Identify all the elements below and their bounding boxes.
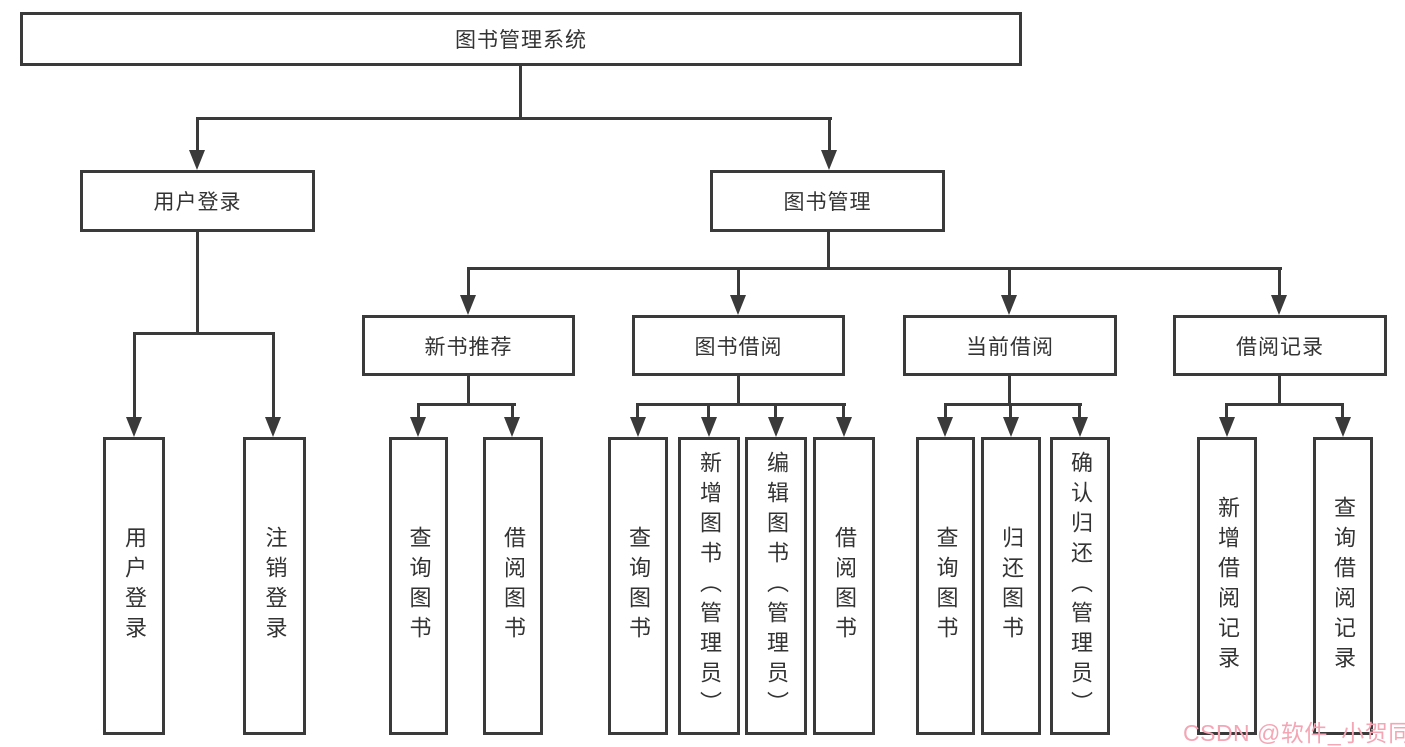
- arrowhead-down-icon: [821, 150, 837, 170]
- arrowhead-down-icon: [1219, 417, 1235, 437]
- edge-line: [133, 332, 275, 335]
- node-label: 查询图书: [933, 526, 959, 646]
- node-new-book-recommend: 新书推荐: [362, 315, 575, 376]
- node-library-system: 图书管理系统: [20, 12, 1022, 66]
- edge-line: [636, 403, 639, 419]
- arrowhead-down-icon: [1001, 295, 1017, 315]
- edge-line: [1008, 267, 1011, 297]
- leaf-user-login: 用户登录: [103, 437, 165, 735]
- arrowhead-down-icon: [768, 417, 784, 437]
- node-label: 图书管理: [783, 191, 872, 214]
- node-borrow-record: 借阅记录: [1173, 315, 1387, 376]
- leaf-borrow-book: 借阅图书: [813, 437, 875, 735]
- node-label: 注销登录: [262, 526, 288, 646]
- edge-line: [467, 267, 470, 297]
- arrowhead-down-icon: [836, 417, 852, 437]
- leaf-current-query-book: 查询图书: [916, 437, 975, 735]
- arrowhead-down-icon: [460, 295, 476, 315]
- edge-line: [1009, 403, 1012, 419]
- node-label: 查询图书: [626, 526, 651, 646]
- arrowhead-down-icon: [1003, 417, 1019, 437]
- leaf-recommend-query-book: 查询图书: [389, 437, 448, 735]
- node-label: 查询借阅记录: [1331, 496, 1356, 676]
- edge-line: [737, 267, 740, 297]
- edge-line: [1225, 403, 1228, 419]
- arrowhead-down-icon: [630, 417, 646, 437]
- node-label: 用户登录: [153, 191, 242, 214]
- edge-line: [1278, 267, 1281, 297]
- leaf-add-borrow-record: 新增借阅记录: [1197, 437, 1257, 735]
- node-book-borrow: 图书借阅: [632, 315, 845, 376]
- node-label: 借阅图书: [501, 526, 526, 646]
- node-label: 归还图书: [999, 526, 1024, 646]
- arrowhead-down-icon: [1271, 295, 1287, 315]
- leaf-edit-book-admin: 编辑图书（管理员）: [745, 437, 807, 735]
- leaf-recommend-borrow-book: 借阅图书: [483, 437, 543, 735]
- node-label: 用户登录: [122, 526, 147, 646]
- edge-line: [827, 232, 830, 269]
- edge-line: [519, 66, 522, 119]
- node-book-management: 图书管理: [710, 170, 945, 232]
- node-label: 编辑图书（管理员）: [764, 451, 789, 721]
- edge-line: [1078, 403, 1081, 419]
- node-label: 借阅记录: [1236, 335, 1324, 359]
- edge-line: [1341, 403, 1344, 419]
- edge-line: [272, 332, 275, 418]
- edge-line: [417, 403, 516, 406]
- edge-line: [842, 403, 845, 419]
- node-label: 新增图书（管理员）: [697, 451, 722, 721]
- edge-line: [737, 376, 740, 406]
- node-label: 查询图书: [406, 526, 432, 646]
- arrowhead-down-icon: [937, 417, 953, 437]
- arrowhead-down-icon: [1335, 417, 1351, 437]
- node-label: 新增借阅记录: [1215, 496, 1240, 676]
- edge-line: [468, 267, 1282, 270]
- node-label: 图书管理系统: [455, 29, 587, 52]
- edge-line: [1226, 403, 1344, 406]
- edge-line: [196, 232, 199, 334]
- node-label: 图书借阅: [694, 335, 783, 359]
- edge-line: [511, 403, 514, 419]
- node-label: 当前借阅: [966, 335, 1054, 359]
- leaf-add-book-admin: 新增图书（管理员）: [678, 437, 740, 735]
- csdn-watermark: CSDN @软件_小贺同学: [1183, 720, 1405, 746]
- edge-line: [1008, 376, 1011, 406]
- leaf-query-borrow-record: 查询借阅记录: [1313, 437, 1373, 735]
- edge-line: [707, 403, 710, 419]
- edge-line: [467, 376, 470, 406]
- edge-line: [417, 403, 420, 419]
- leaf-logout: 注销登录: [243, 437, 306, 735]
- leaf-return-book: 归还图书: [981, 437, 1041, 735]
- node-current-borrow: 当前借阅: [903, 315, 1117, 376]
- arrowhead-down-icon: [1072, 417, 1088, 437]
- edge-line: [828, 117, 831, 152]
- arrowhead-down-icon: [126, 417, 142, 437]
- edge-line: [944, 403, 947, 419]
- edge-line: [774, 403, 777, 419]
- arrowhead-down-icon: [701, 417, 717, 437]
- node-user-login: 用户登录: [80, 170, 315, 232]
- edge-line: [196, 117, 832, 120]
- arrowhead-down-icon: [410, 417, 426, 437]
- node-label: 新书推荐: [424, 335, 513, 359]
- arrowhead-down-icon: [265, 417, 281, 437]
- leaf-confirm-return-admin: 确认归还（管理员）: [1050, 437, 1110, 735]
- edge-line: [944, 403, 1082, 406]
- edge-line: [133, 332, 136, 418]
- arrowhead-down-icon: [504, 417, 520, 437]
- leaf-borrow-query-book: 查询图书: [608, 437, 668, 735]
- arrowhead-down-icon: [189, 150, 205, 170]
- node-label: 借阅图书: [832, 526, 857, 646]
- edge-line: [196, 117, 199, 152]
- arrowhead-down-icon: [730, 295, 746, 315]
- edge-line: [1278, 376, 1281, 406]
- edge-line: [636, 403, 846, 406]
- node-label: 确认归还（管理员）: [1068, 451, 1093, 721]
